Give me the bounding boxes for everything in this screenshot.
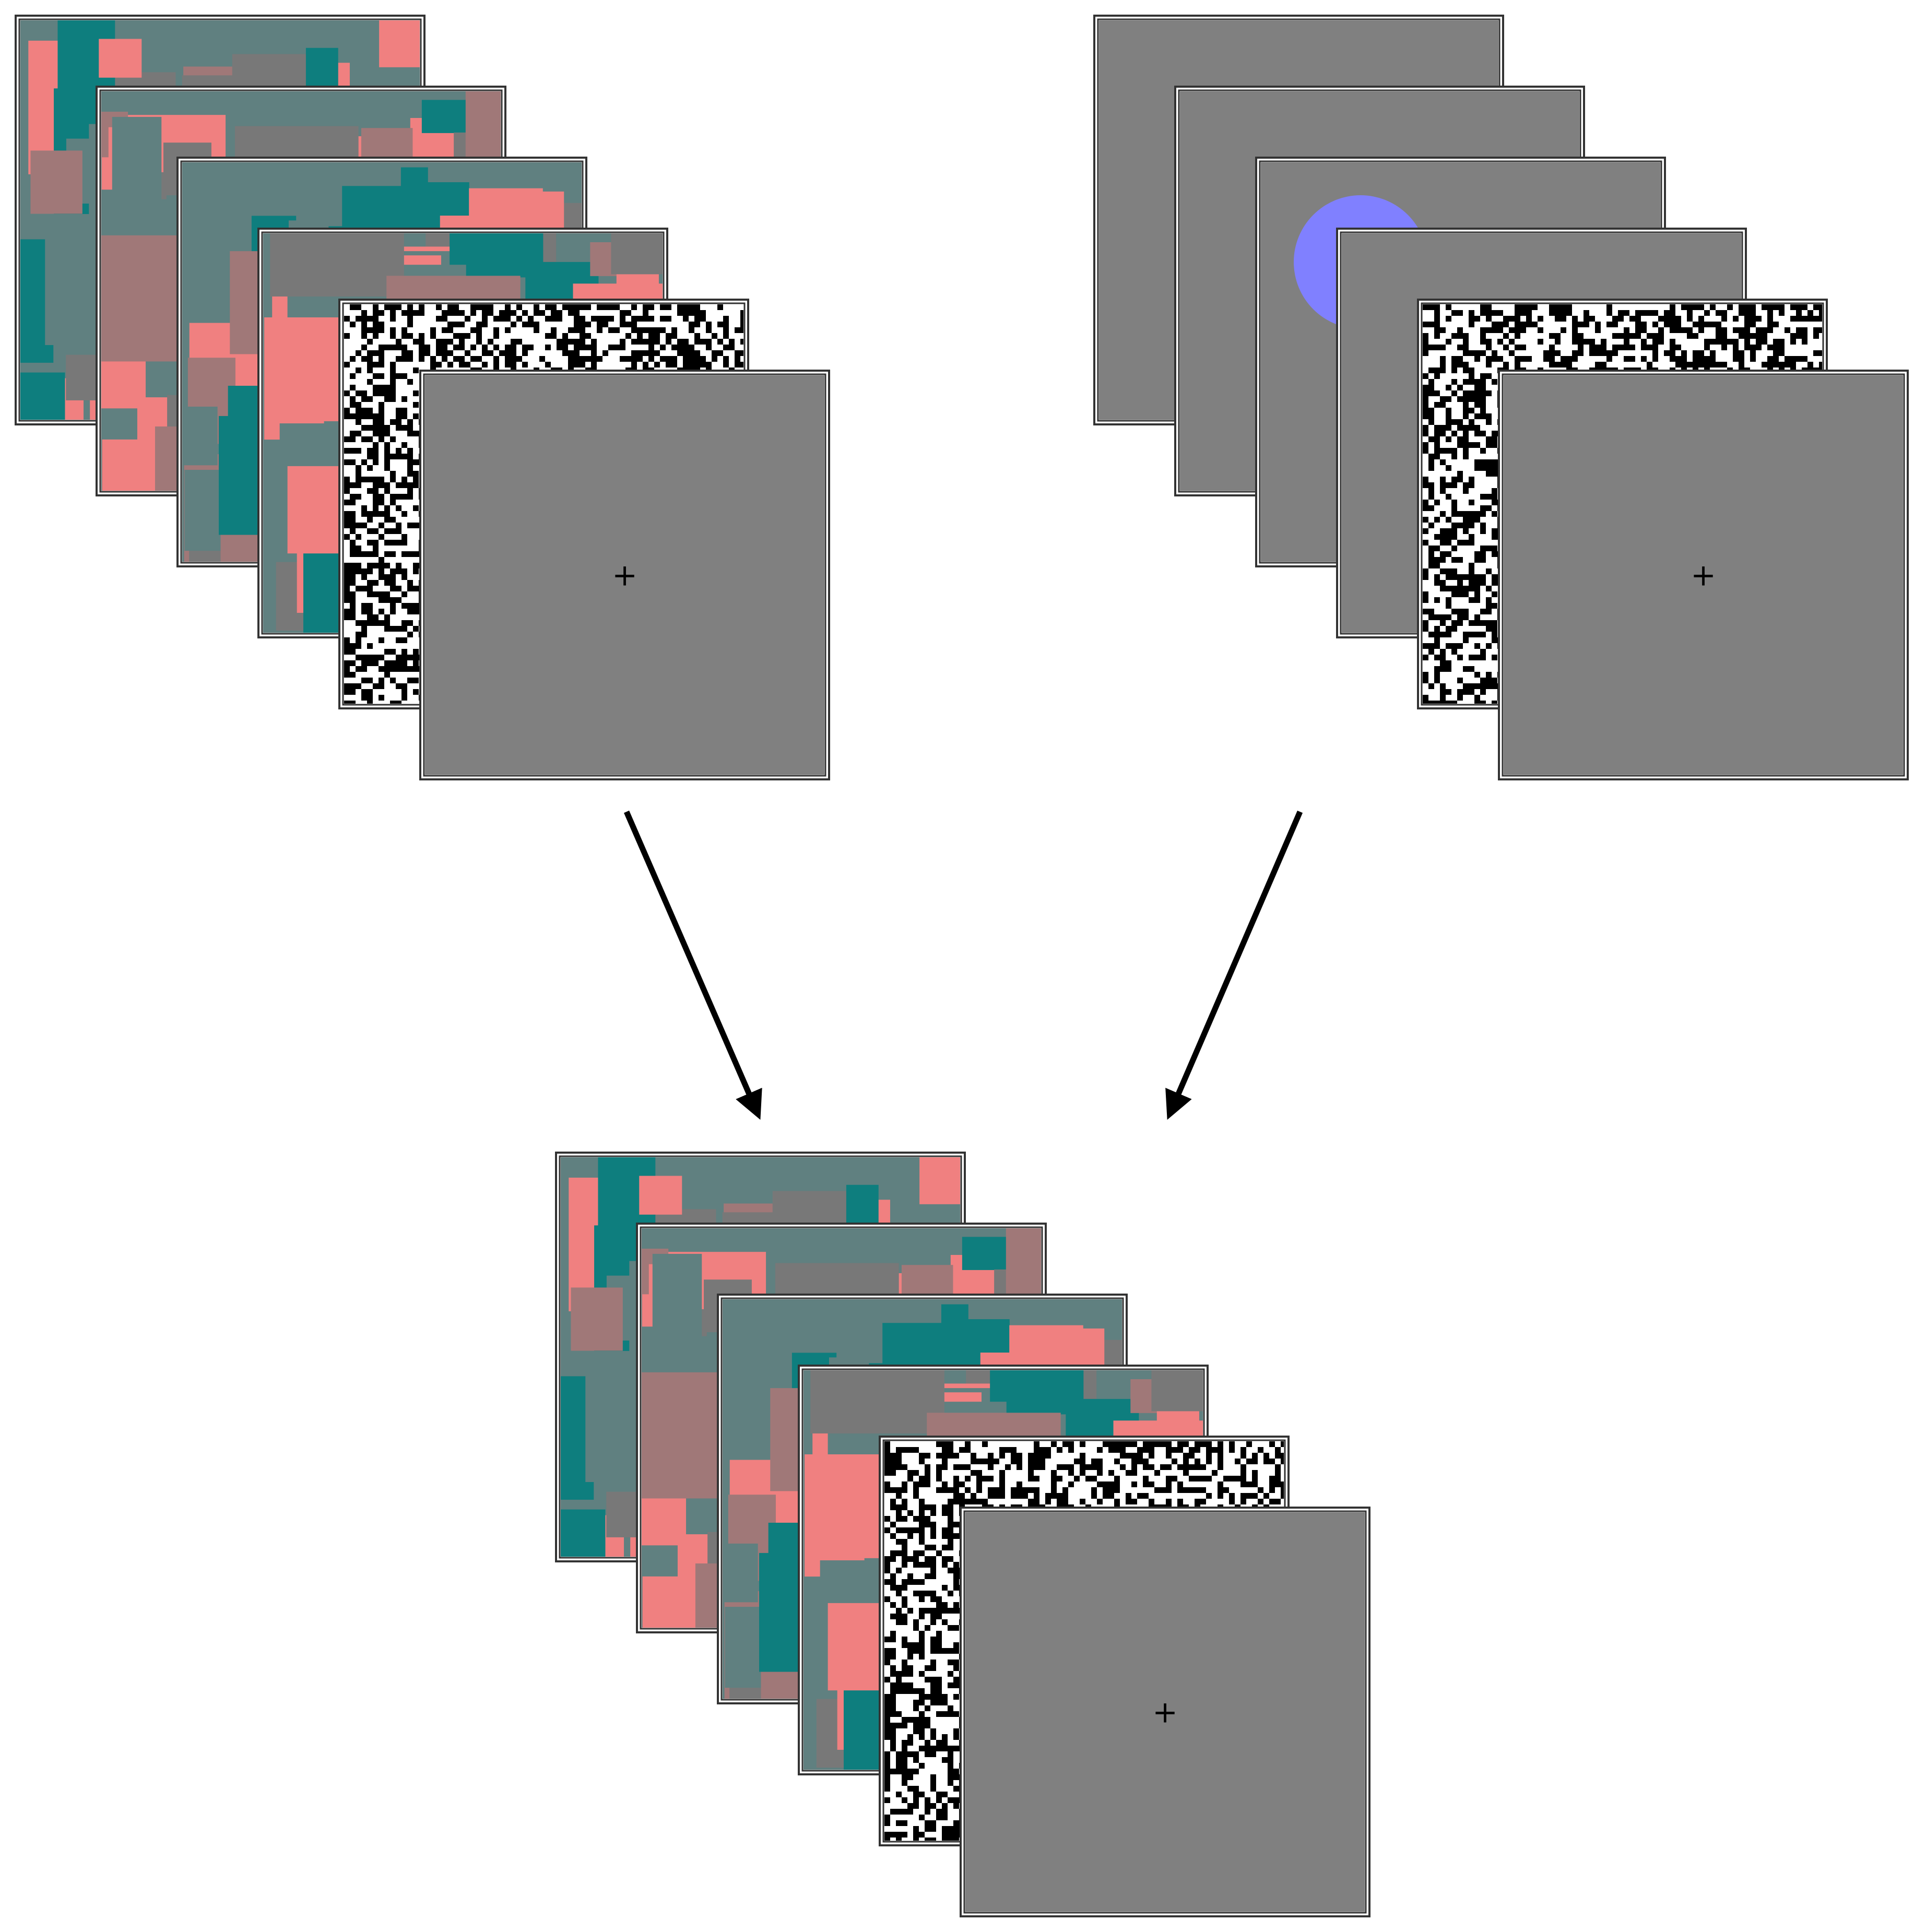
fixation-frame: +	[960, 1507, 1370, 1917]
frame-groups: + + +	[15, 15, 1909, 1917]
fixation-cross: +	[612, 558, 637, 593]
arrow-mondrian-sequence-to-combined-sequence	[623, 810, 762, 1120]
fixation-cross: +	[1152, 1694, 1178, 1730]
mondrian-sequence: +	[15, 15, 830, 780]
arrows	[623, 810, 1303, 1120]
arrow-probe-sequence-to-combined-sequence	[1165, 810, 1303, 1120]
fixation-frame: +	[1498, 370, 1909, 780]
probe-sequence: +	[1093, 15, 1909, 780]
fixation-cross: +	[1691, 558, 1716, 593]
combined-sequence: +	[555, 1152, 1370, 1917]
fixation-frame: +	[419, 370, 830, 780]
